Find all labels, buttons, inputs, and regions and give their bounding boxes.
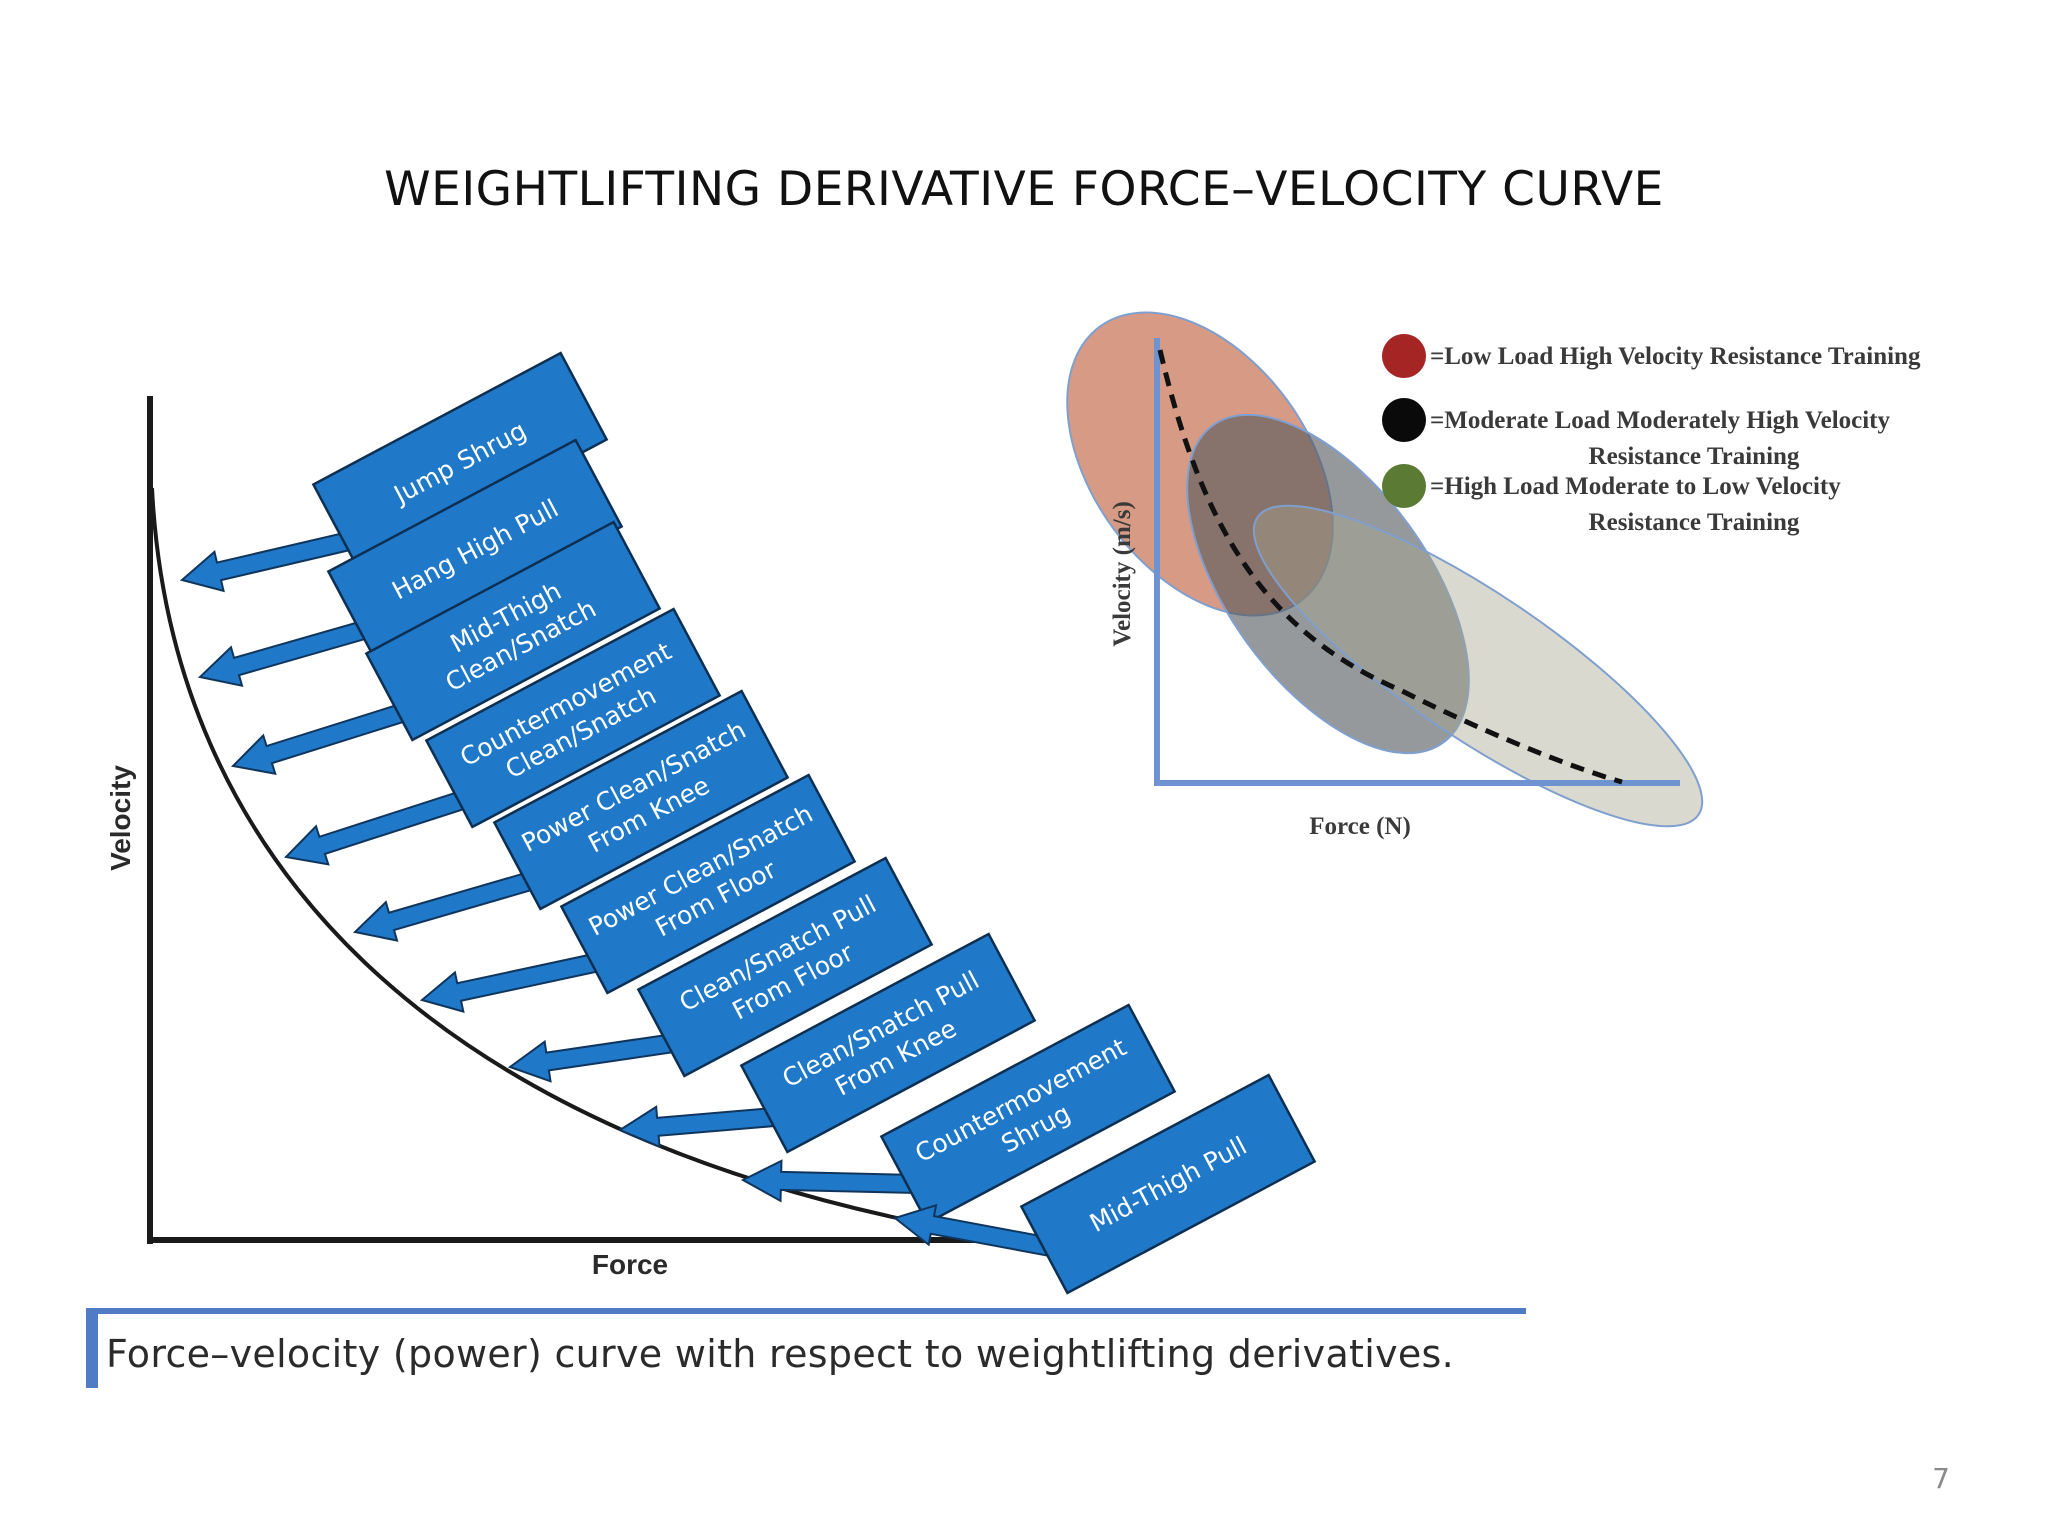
legend-item-0: =Low Load High Velocity Resistance Train…: [1382, 334, 1921, 378]
page-number: 7: [1932, 1462, 1950, 1495]
exercise-box: [739, 932, 1037, 1154]
exercise-box: [636, 856, 934, 1078]
exercise-box: [1019, 1073, 1317, 1295]
legend-label: =Low Load High Velocity Resistance Train…: [1430, 343, 1921, 370]
high-load-low-velocity-zone: [1252, 504, 1704, 828]
legend-item-1: =Moderate Load Moderately High VelocityR…: [1382, 398, 1891, 470]
caption-text: Force–velocity (power) curve with respec…: [106, 1332, 1455, 1376]
y-axis-label: Velocity: [105, 765, 136, 871]
exercise-box: [879, 1003, 1177, 1225]
legend-label: Resistance Training: [1589, 509, 1800, 536]
legend-label: =High Load Moderate to Low Velocity: [1430, 473, 1841, 500]
exercise-box: [424, 607, 722, 829]
right-y-axis-label: Velocity (m/s): [1109, 501, 1136, 647]
exercise-box: [559, 773, 857, 995]
caption-side-rule: [86, 1308, 98, 1388]
caption-top-rule: [86, 1308, 1526, 1314]
exercise-box: [364, 520, 662, 742]
x-axis-label: Force: [592, 1249, 668, 1280]
right-x-axis-label: Force (N): [1309, 813, 1411, 840]
moderate-load-zone: [1186, 413, 1470, 755]
legend-label: Resistance Training: [1589, 443, 1800, 470]
legend: =Low Load High Velocity Resistance Train…: [1382, 334, 1921, 536]
legend-swatch: [1382, 398, 1426, 442]
legend-label: =Moderate Load Moderately High Velocity: [1430, 407, 1891, 434]
legend-item-2: =High Load Moderate to Low VelocityResis…: [1382, 464, 1841, 536]
legend-swatch: [1382, 464, 1426, 508]
exercise-arrow-0: Jump Shrug: [179, 351, 609, 593]
exercise-box: [492, 689, 790, 911]
slide-title: WEIGHTLIFTING DERIVATIVE FORCE–VELOCITY …: [384, 162, 1664, 217]
dashed-force-velocity-curve: [1157, 349, 1623, 785]
legend-swatch: [1382, 334, 1426, 378]
figure-caption: Force–velocity (power) curve with respec…: [86, 1308, 1526, 1388]
